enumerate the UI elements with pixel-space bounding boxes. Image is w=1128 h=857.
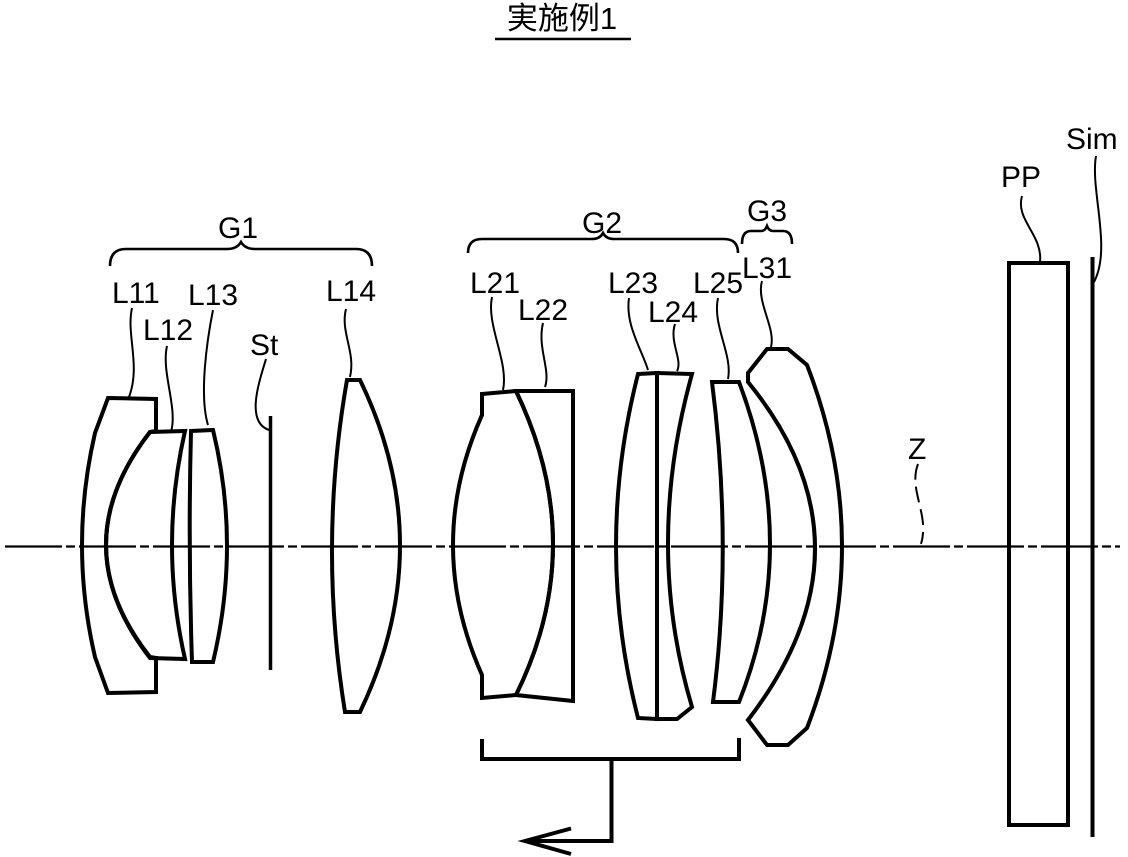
leader-l12 [164,345,174,433]
label-g1: G1 [218,212,258,245]
lens-l23-outline [614,370,659,722]
leader-l25 [715,297,730,380]
label-sim: Sim [1066,123,1118,156]
figure-title: 実施例1 [507,1,617,36]
lens-l31-outline [745,347,844,747]
leader-l31 [759,280,773,348]
lens-l25-outline [709,380,772,704]
leader-l23 [627,297,649,371]
label-g3: G3 [747,195,787,228]
lens-l22-outline [512,389,575,704]
label-pp: PP [1001,161,1041,194]
leader-z [914,463,925,545]
lens-l12-outline [104,428,188,662]
label-l12: L12 [143,314,193,347]
label-st: St [250,329,279,362]
focus-arrow-head [517,826,572,856]
label-l21: L21 [470,267,520,300]
label-g2: G2 [582,207,622,240]
lens-l13-outline [187,427,229,664]
focus-arrow-stem [525,759,614,843]
leader-l21 [490,296,505,391]
label-l25: L25 [693,267,743,300]
group-g3-brace [740,222,794,245]
lens-l14-outline [329,378,402,714]
lens-l21-outline [451,388,555,701]
label-l24: L24 [648,296,698,329]
lens-l24-outline [655,370,695,721]
label-z: Z [908,433,926,466]
label-l31: L31 [742,252,792,285]
label-l22: L22 [518,294,568,327]
leader-l24 [672,323,680,372]
focus-group-bracket [480,738,741,761]
leader-sim [1093,155,1103,283]
leader-l13 [203,309,214,426]
leader-st [254,358,270,431]
parallel-plate-pp [1007,261,1070,827]
label-l11: L11 [112,277,160,310]
label-l14: L14 [326,275,376,308]
label-l23: L23 [608,267,658,300]
leader-pp [1019,195,1042,263]
leader-l22 [540,322,548,388]
group-g2-brace [466,230,740,254]
label-l13: L13 [188,279,238,312]
group-g1-brace [108,239,374,267]
leader-l14 [343,308,353,378]
leader-l11 [128,307,135,398]
